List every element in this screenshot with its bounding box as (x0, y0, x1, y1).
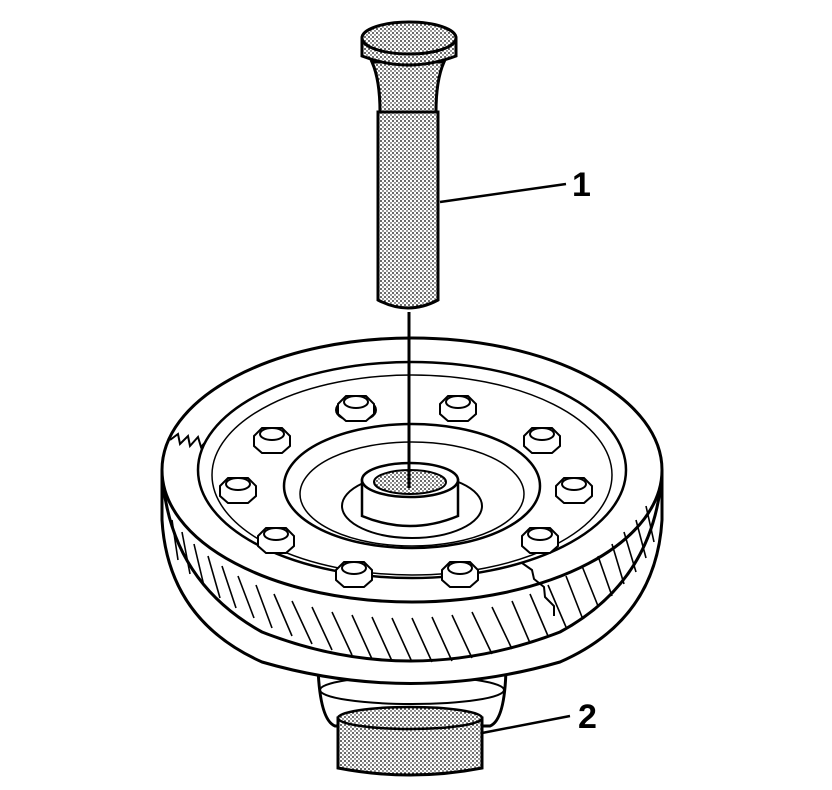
callout-1-label: 1 (572, 166, 591, 204)
installer-tool (360, 20, 458, 488)
bolt-9 (335, 561, 373, 588)
bolt-8 (521, 527, 559, 554)
callout-2-leader (481, 714, 571, 735)
bolt-1 (335, 395, 377, 422)
bolt-7 (257, 527, 295, 554)
callout-2-label: 2 (578, 698, 597, 736)
bearing-body (336, 716, 484, 777)
bolt-6 (555, 477, 593, 504)
gear-teeth-helical (171, 505, 655, 663)
bolt-10 (441, 561, 479, 588)
bolt-2 (439, 395, 477, 422)
callout-1-leader (439, 182, 567, 204)
differential-case-hub (282, 422, 542, 550)
bolt-5 (219, 477, 257, 504)
bolt-4 (523, 427, 561, 454)
gear-face-inner-2 (211, 374, 613, 576)
ring-gear-bolts (219, 395, 593, 588)
bolt-3 (253, 427, 291, 454)
